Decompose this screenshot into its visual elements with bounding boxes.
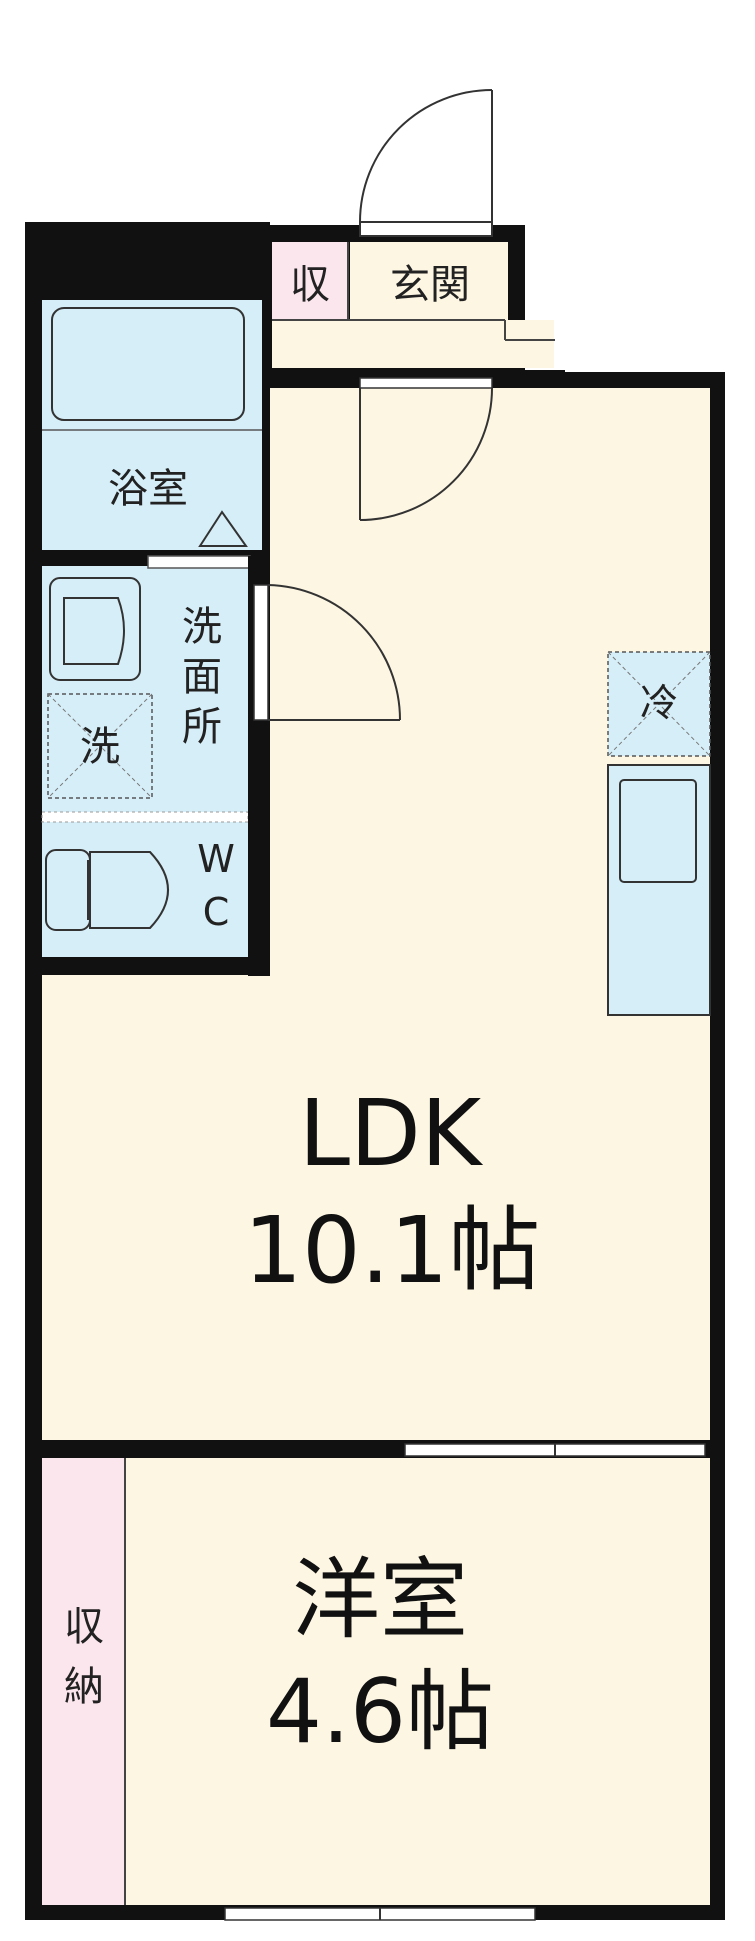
entrance-door	[359, 89, 493, 237]
bath-label: 浴室	[108, 466, 188, 512]
kitchen-counter	[607, 764, 711, 1016]
sliding-door	[404, 1443, 706, 1457]
ldk-door	[359, 377, 493, 521]
ldk-size: 10.1帖	[244, 1197, 541, 1304]
entrance-storage	[272, 242, 348, 320]
entrance-floor	[350, 242, 508, 320]
entrance-step	[272, 320, 554, 368]
closet-label-2: 納	[64, 1664, 104, 1710]
washroom-label-2: 面	[182, 654, 222, 700]
washroom-label-1: 洗	[182, 604, 222, 650]
bottom-window	[224, 1907, 536, 1921]
washroom-label-3: 所	[182, 704, 222, 750]
washroom	[42, 566, 248, 814]
bathtub	[51, 307, 245, 421]
closet	[42, 1458, 125, 1905]
western-room	[125, 1458, 710, 1905]
wc-label-w: W	[197, 837, 235, 881]
fridge-label: 冷	[640, 681, 678, 725]
ldk-name: LDK	[299, 1080, 484, 1187]
washer-label: 洗	[80, 724, 120, 770]
western-size: 4.6帖	[266, 1660, 494, 1763]
western-name: 洋室	[292, 1548, 468, 1651]
toilet	[45, 849, 169, 931]
entrance-label: 玄関	[390, 262, 470, 308]
closet-label-1: 収	[64, 1604, 104, 1650]
wash-basin	[49, 577, 141, 681]
washer-space	[47, 693, 153, 799]
storage-entry-label: 収	[290, 262, 330, 308]
washroom-door	[253, 584, 401, 721]
wc-label-c: C	[203, 890, 230, 934]
